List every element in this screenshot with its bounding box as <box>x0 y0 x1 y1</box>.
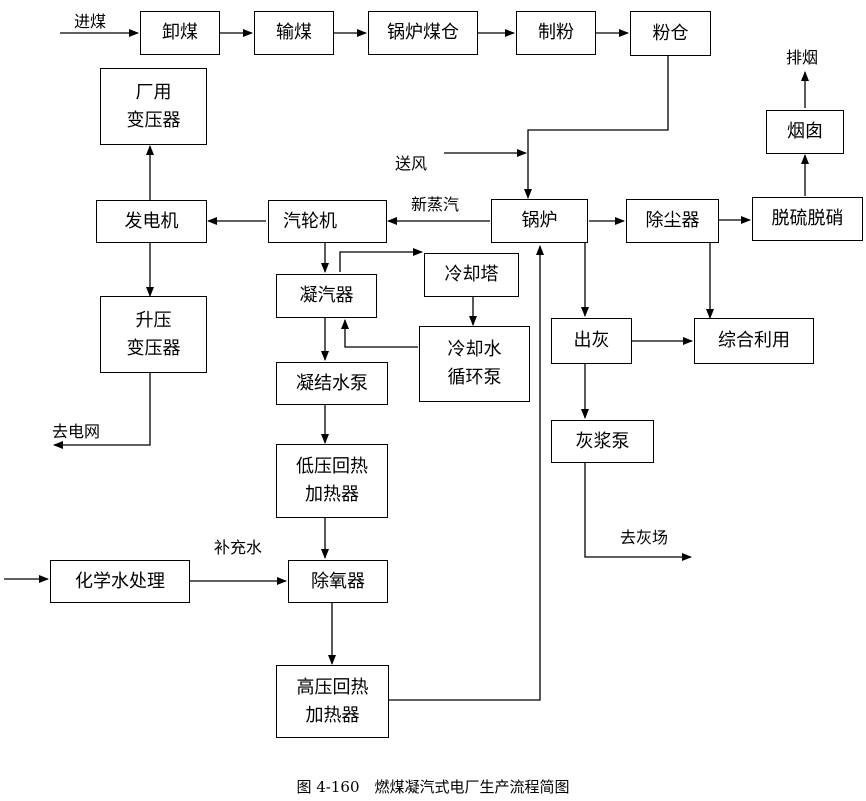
fadianji-label: 发电机 <box>124 210 179 232</box>
chuchenqi-label: 除尘器 <box>645 210 700 231</box>
chuhui-label: 出灰 <box>573 330 610 351</box>
arrow-huijiang-huichang <box>584 463 692 561</box>
yancong-label: 烟囱 <box>787 121 823 142</box>
qilunji-label: 汽轮机 <box>283 210 337 232</box>
diya-huire-box: 低压回热 加热器 <box>276 444 388 518</box>
shumei-label: 输煤 <box>276 22 312 43</box>
lengqueta-box: 冷却塔 <box>424 253 519 297</box>
gaoya-huire-box: 高压回热 加热器 <box>276 665 389 738</box>
guolu-label: 锅炉 <box>521 210 558 231</box>
arrow-beng-ningqiqi <box>341 319 418 348</box>
ningjieshui-beng-label: 凝结水泵 <box>296 372 368 394</box>
xiemei-box: 卸煤 <box>140 11 220 55</box>
shengya-byq-box: 升压 变压器 <box>100 296 207 373</box>
yancong-box: 烟囱 <box>766 110 844 154</box>
xinzhengqi-label: 新蒸汽 <box>411 195 460 214</box>
zhifen-label: 制粉 <box>538 22 574 43</box>
arrow-ningqiqi-lengqueta <box>339 248 423 272</box>
arrow-gaoya-guolu <box>389 245 544 701</box>
figure-caption: 图 4-160 燃煤凝汽式电厂生产流程简图 <box>296 778 570 796</box>
jinmei-label: 进煤 <box>74 12 107 31</box>
lengqueshui-beng-box: 冷却水 循环泵 <box>419 326 530 402</box>
ningjieshui-beng-box: 凝结水泵 <box>276 362 388 405</box>
huaxue-shuichuli-label: 化学水处理 <box>75 570 165 592</box>
qu-dianwang-label: 去电网 <box>52 422 101 441</box>
chuyangqi-box: 除氧器 <box>288 560 388 603</box>
chuhui-box: 出灰 <box>551 318 632 364</box>
zhifen-box: 制粉 <box>516 11 596 55</box>
chuyangqi-label: 除氧器 <box>311 570 365 592</box>
shumei-box: 输煤 <box>254 11 334 55</box>
huaxue-shuichuli-box: 化学水处理 <box>50 560 190 603</box>
zonghe-liyong-label: 综合利用 <box>718 330 790 351</box>
ningqiqi-box: 凝汽器 <box>276 274 377 318</box>
guolu-meicang-box: 锅炉煤仓 <box>368 11 478 55</box>
huijiang-beng-label: 灰浆泵 <box>575 430 630 452</box>
gaoya-huire-label: 高压回热 加热器 <box>296 676 369 726</box>
lengqueta-label: 冷却塔 <box>444 264 499 285</box>
songfeng-label: 送风 <box>395 154 428 173</box>
huijiang-beng-box: 灰浆泵 <box>551 420 654 463</box>
fadianji-box: 发电机 <box>96 200 207 243</box>
fencang-label: 粉仓 <box>652 22 689 44</box>
shengya-byq-label: 升压 变压器 <box>126 309 181 359</box>
xiemei-label: 卸煤 <box>162 22 198 43</box>
diya-huire-label: 低压回热 加热器 <box>296 456 368 505</box>
paiyan-label: 排烟 <box>786 48 819 67</box>
buchongshui-label: 补充水 <box>214 538 263 557</box>
tuoliu-tuoxiao-label: 脱硫脱硝 <box>771 208 844 229</box>
zonghe-liyong-box: 综合利用 <box>694 318 814 364</box>
lengqueshui-beng-label: 冷却水 循环泵 <box>447 339 502 388</box>
arrow-fencang-guolu <box>524 56 669 199</box>
qilunji-box: 汽轮机 <box>268 200 387 243</box>
qu-huichang-label: 去灰场 <box>620 528 669 547</box>
guolu-box: 锅炉 <box>491 199 588 243</box>
fencang-box: 粉仓 <box>630 11 711 56</box>
changyong-byq-box: 厂用 变压器 <box>100 68 207 145</box>
tuoliu-tuoxiao-box: 脱硫脱硝 <box>752 197 863 241</box>
changyong-byq-label: 厂用 变压器 <box>126 81 181 131</box>
guolu-meicang-label: 锅炉煤仓 <box>387 22 459 43</box>
arrow-shengya-dianwang <box>53 373 151 449</box>
ningqiqi-label: 凝汽器 <box>299 285 354 306</box>
chuchenqi-box: 除尘器 <box>626 199 719 243</box>
